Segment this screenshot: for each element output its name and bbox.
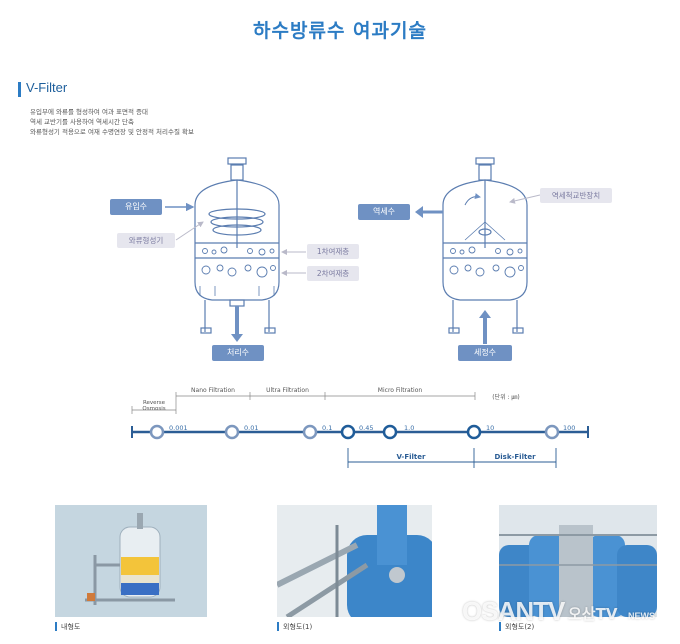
interior-view-photo <box>55 505 207 617</box>
description-line-2: 역세 교반기를 사용하여 역세시간 단축 <box>30 118 134 126</box>
range-nano-filtration: Nano Filtration <box>191 387 235 394</box>
tick-label: 10 <box>486 424 495 432</box>
tick-label: 0.01 <box>244 424 259 432</box>
tick-label: 0.001 <box>169 424 188 432</box>
watermark-news: NEWS <box>628 611 655 621</box>
range-ultra-filtration: Ultra Filtration <box>266 387 309 394</box>
right-tank <box>442 157 528 334</box>
caption-marker <box>277 622 279 631</box>
agitator-label: 역세척교반장치 <box>540 188 612 203</box>
caption-interior-view: 내형도 <box>61 623 81 631</box>
description-line-3: 와류형성기 적용으로 여재 수명연장 및 안정적 처리수질 확보 <box>30 128 194 136</box>
tick-label: 0.1 <box>322 424 333 432</box>
section-title: V-Filter <box>26 80 68 95</box>
range-reverse-osmosis: Reverse Osmosis <box>142 400 166 412</box>
tick-label: 0.45 <box>359 424 374 432</box>
caption-marker <box>499 622 501 631</box>
left-tank <box>194 157 280 334</box>
caption-exterior-view-2: 외형도(2) <box>505 623 535 631</box>
watermark-korean: 오산TV <box>568 605 618 623</box>
exterior-view-1-photo <box>277 505 432 617</box>
wash-water-label: 세정수 <box>458 345 512 361</box>
exterior-view-2-photo <box>499 505 657 617</box>
scale-ranges <box>131 392 476 414</box>
v-filter-range-label: V-Filter <box>396 453 426 461</box>
section-marker <box>18 82 21 97</box>
disk-filter-range-label: Disk-Filter <box>494 453 536 461</box>
secondary-media-label: 2차여재층 <box>307 266 359 281</box>
caption-marker <box>55 622 57 631</box>
inlet-label: 유입수 <box>110 199 162 215</box>
range-micro-filtration: Micro Filtration <box>377 387 423 394</box>
filter-range-lines <box>347 448 557 468</box>
vortex-former-label: 와류형성기 <box>117 233 175 248</box>
treated-water-label: 처리수 <box>212 345 264 361</box>
tick-label: 100 <box>563 424 576 432</box>
backwash-label: 역세수 <box>358 204 410 220</box>
scale-unit: (단위 : ㎛) <box>492 394 520 401</box>
tick-label: 1.0 <box>404 424 415 432</box>
scale-ticks <box>149 424 560 440</box>
primary-media-label: 1차여재층 <box>307 244 359 259</box>
caption-exterior-view-1: 외형도(1) <box>283 623 313 631</box>
description-line-1: 유입부에 와류를 형성하여 여과 표면적 증대 <box>30 108 148 116</box>
page-title: 하수방류수 여과기술 <box>253 20 427 42</box>
watermark-brand: OSANTV <box>462 596 565 626</box>
